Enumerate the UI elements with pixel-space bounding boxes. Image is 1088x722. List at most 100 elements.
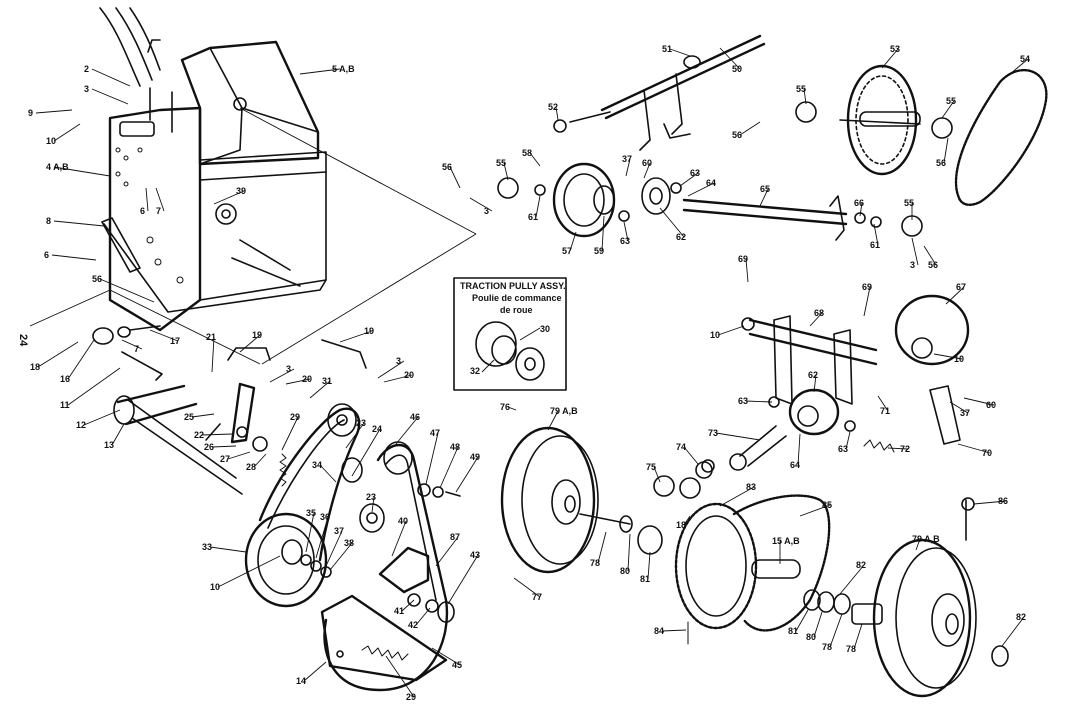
leader-line-c50 bbox=[719, 47, 741, 70]
leader-line-c55c bbox=[503, 162, 509, 181]
leader-line-c41 bbox=[401, 599, 415, 612]
leader-line-c29b bbox=[385, 655, 415, 698]
callout-label-c27: 27 bbox=[220, 454, 230, 464]
callout-label-c17: 17 bbox=[170, 336, 180, 346]
callout-label-c77: 77 bbox=[532, 592, 542, 602]
callout-label-c37a: 37 bbox=[334, 526, 344, 536]
leader-line-c83 bbox=[719, 486, 755, 507]
leader-line-c46 bbox=[395, 416, 419, 445]
leader-line-c6a bbox=[145, 187, 149, 212]
callout-label-c81b: 81 bbox=[788, 626, 798, 636]
callout-label-c55c: 55 bbox=[496, 158, 506, 168]
leader-line-c10b bbox=[217, 555, 281, 588]
callout-label-c9: 9 bbox=[28, 108, 33, 118]
leader-line-c5 bbox=[299, 68, 341, 75]
callout-label-c82b: 82 bbox=[1016, 612, 1026, 622]
leader-line-c56d bbox=[449, 166, 461, 189]
callout-label-c71: 71 bbox=[880, 406, 890, 416]
callout-label-c56e: 56 bbox=[928, 260, 938, 270]
belts-and-pulleys bbox=[244, 403, 461, 692]
callout-label-c66: 66 bbox=[854, 198, 864, 208]
leader-line-c49 bbox=[455, 456, 479, 493]
leader-line-c23a bbox=[345, 422, 365, 449]
leader-line-c59 bbox=[601, 215, 605, 252]
callout-label-c78c: 78 bbox=[846, 644, 856, 654]
wheel-left bbox=[500, 426, 631, 574]
callout-label-c72: 72 bbox=[900, 444, 910, 454]
leader-line-c18b bbox=[683, 515, 691, 526]
callout-label-c3b: 3 bbox=[286, 364, 291, 374]
leader-line-c13 bbox=[111, 423, 125, 446]
callout-label-c46: 46 bbox=[410, 412, 420, 422]
callout-label-c15: 15 A,B bbox=[772, 536, 800, 546]
leader-line-c21 bbox=[211, 336, 215, 373]
leader-line-c64b bbox=[797, 433, 801, 466]
leader-line-c57 bbox=[569, 231, 577, 252]
leader-line-c20a bbox=[285, 378, 311, 385]
callout-label-c80a: 80 bbox=[620, 566, 630, 576]
callout-label-c60b: 60 bbox=[986, 400, 996, 410]
callout-label-c79b: 79 A,B bbox=[912, 534, 940, 544]
callout-label-c10c: 10 bbox=[710, 330, 720, 340]
leader-line-c3c bbox=[377, 360, 405, 379]
leader-line-c43 bbox=[447, 554, 479, 605]
leader-line-c8a bbox=[53, 220, 105, 227]
leader-line-c37b bbox=[625, 158, 631, 177]
leader-line-c3e bbox=[911, 237, 919, 266]
leader-line-c23b bbox=[371, 496, 375, 513]
callout-label-c5: 5 A,B bbox=[332, 64, 355, 74]
callout-label-c37b: 37 bbox=[622, 154, 632, 164]
leader-line-c47 bbox=[425, 432, 439, 485]
callout-label-c19a: 19 bbox=[252, 330, 262, 340]
leader-line-c3a bbox=[91, 88, 129, 105]
leader-line-c56e bbox=[923, 245, 937, 266]
leader-line-c45 bbox=[431, 647, 461, 666]
inset-subtitle-2: de roue bbox=[500, 305, 533, 315]
leader-line-c80b bbox=[813, 611, 823, 638]
leader-line-c69b bbox=[863, 286, 871, 317]
leader-line-c19a bbox=[239, 334, 261, 353]
leader-line-c56b bbox=[739, 121, 761, 136]
callout-label-c22: 22 bbox=[194, 430, 204, 440]
leader-line-c31 bbox=[309, 380, 331, 399]
callout-label-c85: 85 bbox=[822, 500, 832, 510]
callout-label-c36: 36 bbox=[320, 512, 330, 522]
leader-line-c70 bbox=[957, 443, 991, 454]
callout-label-c68: 68 bbox=[814, 308, 824, 318]
callout-label-c73: 73 bbox=[708, 428, 718, 438]
leader-line-c77 bbox=[513, 577, 541, 598]
lower-sprocket-chain bbox=[619, 459, 1009, 667]
callout-label-c58: 58 bbox=[522, 148, 532, 158]
callout-label-c55a: 55 bbox=[796, 84, 806, 94]
callout-label-c61a: 61 bbox=[528, 212, 538, 222]
callout-label-c49: 49 bbox=[470, 452, 480, 462]
leader-line-c12 bbox=[83, 409, 121, 426]
callout-label-c82a: 82 bbox=[856, 560, 866, 570]
callout-label-c37c: 37 bbox=[960, 408, 970, 418]
callout-label-c52: 52 bbox=[548, 102, 558, 112]
callout-label-c40: 40 bbox=[398, 516, 408, 526]
leader-line-c3d bbox=[469, 197, 493, 212]
callout-label-c3d: 3 bbox=[484, 206, 489, 216]
leader-line-c39 bbox=[213, 190, 245, 205]
callout-label-c19b: 19 bbox=[364, 326, 374, 336]
inset-frame bbox=[453, 277, 567, 391]
sprocket-53 bbox=[795, 64, 953, 176]
callout-label-c59: 59 bbox=[594, 246, 604, 256]
callout-label-c84: 84 bbox=[654, 626, 664, 636]
leader-line-c63a bbox=[623, 221, 629, 242]
leader-line-c36 bbox=[315, 516, 329, 559]
leader-line-c40 bbox=[391, 520, 407, 557]
leader-line-c73 bbox=[715, 432, 761, 441]
callout-label-c63d: 63 bbox=[838, 444, 848, 454]
callout-label-c63a: 63 bbox=[620, 236, 630, 246]
leader-line-c51 bbox=[669, 48, 691, 57]
leader-line-c37c bbox=[949, 401, 969, 414]
leader-line-c71 bbox=[877, 395, 889, 412]
leader-line-c11 bbox=[67, 367, 121, 406]
callout-label-c51: 51 bbox=[662, 44, 672, 54]
leader-line-c26 bbox=[211, 445, 237, 448]
leader-line-c82a bbox=[839, 564, 865, 595]
callout-label-c65: 65 bbox=[760, 184, 770, 194]
